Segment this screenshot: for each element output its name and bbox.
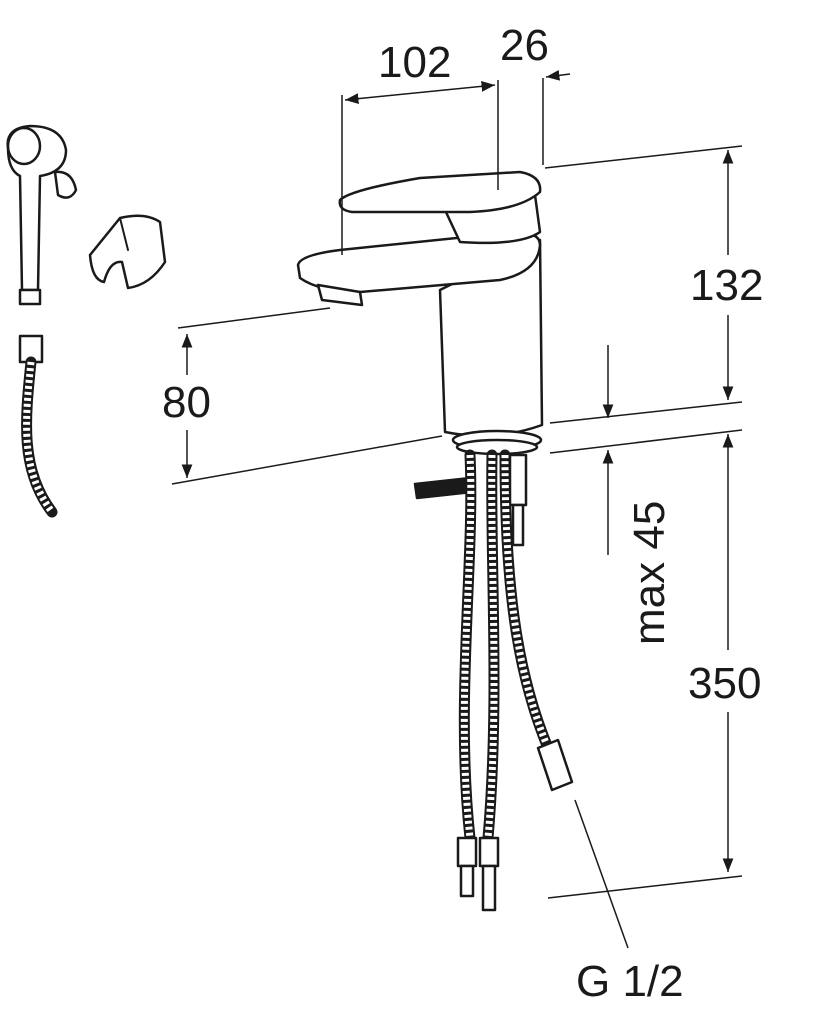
dimension-hose-length: 350 [688, 659, 761, 708]
dimension-spout-clearance: 80 [162, 378, 211, 427]
wall-holder-icon [88, 214, 167, 290]
dimension-lever-offset: 26 [500, 21, 549, 70]
dimension-height: 132 [690, 261, 763, 310]
dimension-lines [171, 69, 743, 949]
dimension-spout-reach: 102 [378, 38, 451, 87]
hand-shower-icon [6, 124, 78, 306]
shower-hose-icon [18, 334, 58, 518]
lock-pin-icon [413, 476, 474, 500]
drain-rod [508, 453, 528, 547]
faucet-body [296, 170, 544, 456]
dimension-connection-thread: G 1/2 [576, 957, 684, 1006]
dimension-max-deck-thickness: max 45 [625, 501, 674, 645]
supply-hoses [456, 449, 574, 912]
